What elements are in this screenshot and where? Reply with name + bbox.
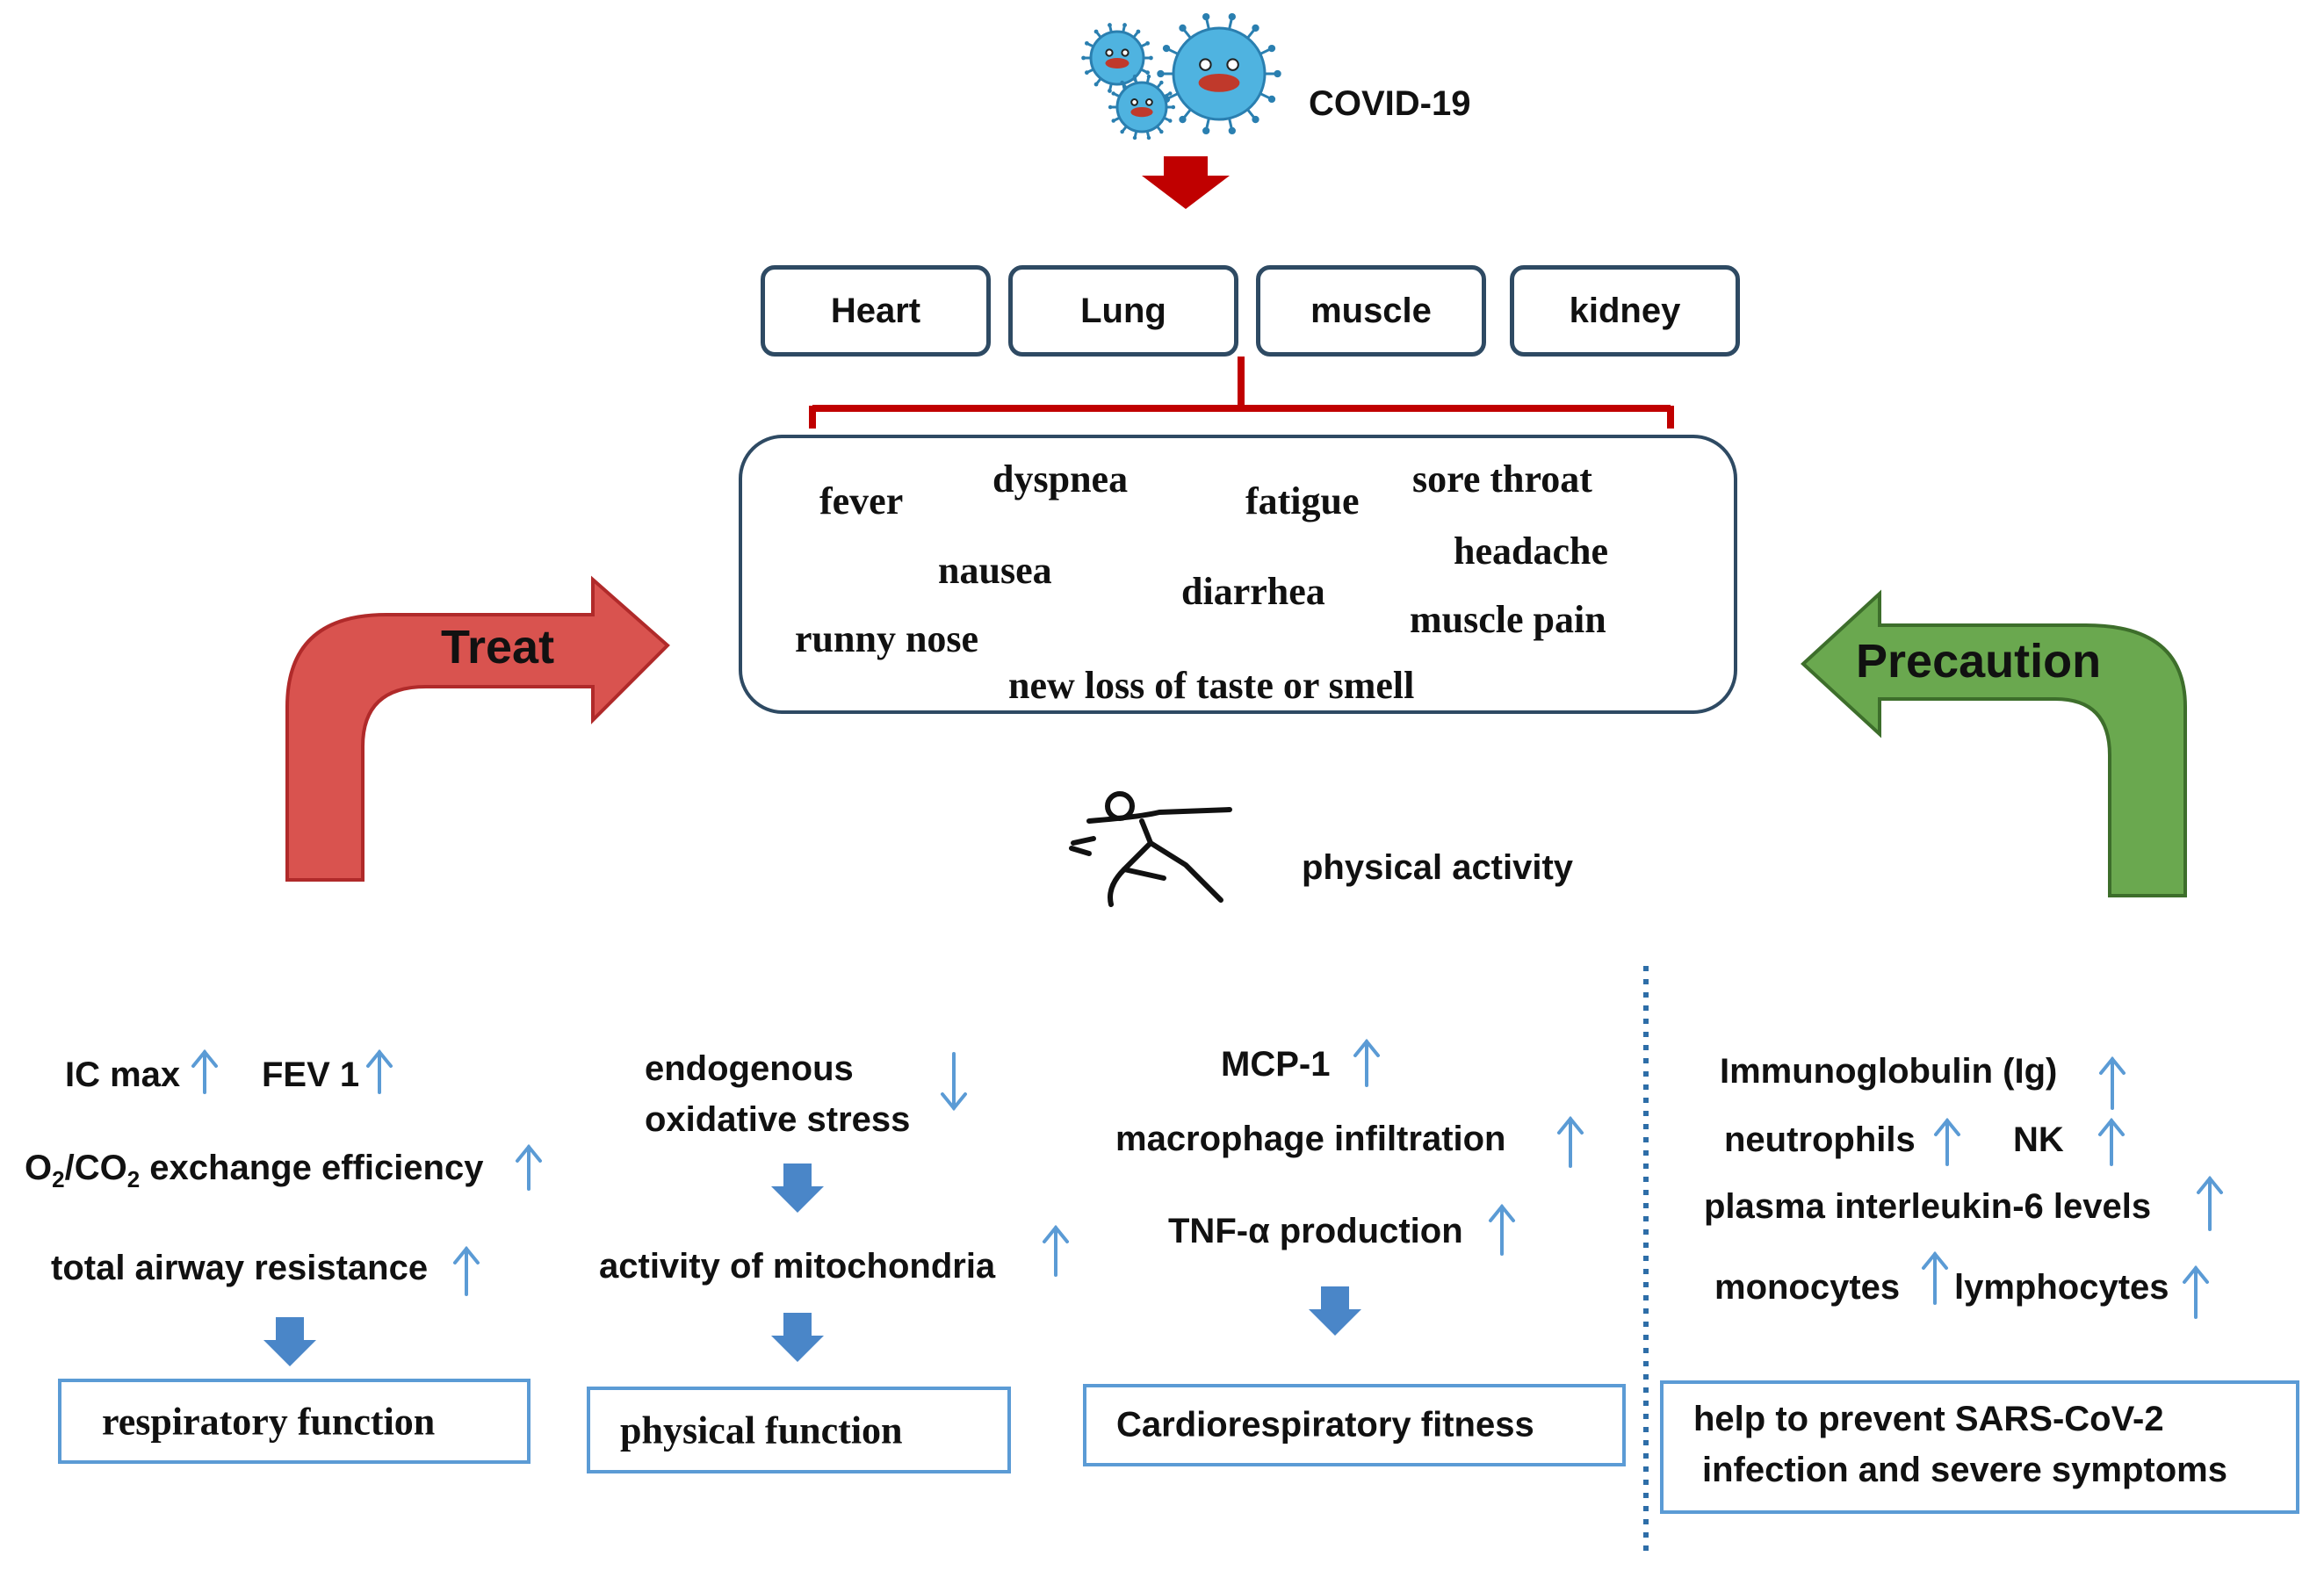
virus-particle <box>1157 12 1281 135</box>
exchange-sub2: 2 <box>126 1166 141 1192</box>
up-arrow-icon <box>2183 1264 2209 1319</box>
up-arrow-icon <box>366 1048 393 1094</box>
red-down-arrow-icon <box>1142 156 1230 209</box>
virus-particle <box>1108 74 1176 140</box>
up-arrow-icon <box>2197 1175 2223 1231</box>
organ-kidney: kidney <box>1510 265 1740 357</box>
organ-heart: Heart <box>761 265 991 357</box>
endogenous-label: endogenous <box>645 1049 854 1088</box>
symptom-headache: headache <box>1454 530 1608 573</box>
symptom-diarrhea: diarrhea <box>1181 570 1325 613</box>
up-arrow-icon <box>453 1245 480 1296</box>
up-arrow-icon <box>516 1143 542 1191</box>
physical-activity-label: physical activity <box>1302 848 1574 887</box>
airway-resistance-label: total airway resistance <box>51 1249 429 1287</box>
organ-muscle: muscle <box>1256 265 1486 357</box>
up-arrow-icon <box>1043 1224 1069 1277</box>
up-arrow-icon <box>1557 1115 1584 1168</box>
cardio-fitness-label: Cardiorespiratory fitness <box>1116 1405 1534 1445</box>
mcp1-label: MCP-1 <box>1221 1045 1331 1084</box>
respiratory-function-label: respiratory function <box>102 1400 436 1443</box>
down-block-arrow-icon <box>263 1317 316 1366</box>
symptom-dyspnea: dyspnea <box>992 457 1129 501</box>
organ-bracket <box>809 357 1674 429</box>
covid-label: COVID-19 <box>1309 84 1471 123</box>
virus-icon <box>1081 12 1281 140</box>
up-arrow-icon <box>1922 1250 1948 1305</box>
exchange-co: /CO <box>64 1149 127 1187</box>
physical-function-label: physical function <box>620 1408 903 1452</box>
precaution-label: Precaution <box>1856 635 2102 688</box>
exchange-o: O <box>25 1149 53 1187</box>
up-arrow-icon <box>1934 1117 1960 1166</box>
neutrophils-label: neutrophils <box>1724 1120 1916 1159</box>
organ-lung: Lung <box>1008 265 1238 357</box>
tnf-label: TNF-α production <box>1168 1212 1463 1250</box>
down-block-arrow-icon <box>1309 1286 1361 1336</box>
symptom-sore-throat: sore throat <box>1412 457 1592 501</box>
immunoglobulin-label: Immunoglobulin (Ig) <box>1720 1052 2058 1091</box>
exchange-efficiency-label: O2/CO2 exchange efficiency <box>25 1149 483 1193</box>
exchange-rest: exchange efficiency <box>140 1149 484 1187</box>
up-arrow-icon <box>191 1048 218 1094</box>
up-arrow-icon <box>1489 1203 1515 1256</box>
prevention-line2: infection and severe symptoms <box>1702 1451 2227 1489</box>
interleukin-label: plasma interleukin-6 levels <box>1704 1187 2152 1226</box>
respiratory-function-box: respiratory function <box>58 1379 530 1464</box>
exchange-sub1: 2 <box>52 1166 65 1192</box>
fev1-label: FEV 1 <box>262 1055 360 1094</box>
down-block-arrow-icon <box>771 1313 824 1362</box>
symptom-nausea: nausea <box>938 549 1052 592</box>
up-arrow-icon <box>2099 1055 2126 1110</box>
up-arrow-icon <box>1353 1038 1380 1087</box>
symptom-fever: fever <box>819 479 904 522</box>
mitochondria-label: activity of mitochondria <box>599 1247 996 1286</box>
virus-particle <box>1081 23 1153 93</box>
symptom-muscle-pain: muscle pain <box>1410 598 1606 641</box>
down-arrow-icon <box>941 1052 967 1112</box>
down-block-arrow-icon <box>771 1164 824 1213</box>
symptoms-box <box>739 435 1737 714</box>
prevention-line1: help to prevent SARS-CoV-2 <box>1693 1400 2164 1438</box>
symptom-runny-nose: runny nose <box>795 617 979 660</box>
treat-arrow <box>285 575 670 882</box>
lymphocytes-label: lymphocytes <box>1954 1268 2169 1307</box>
cardio-fitness-box: Cardiorespiratory fitness <box>1083 1384 1626 1466</box>
oxidative-stress-label: oxidative stress <box>645 1100 911 1139</box>
symptom-fatigue: fatigue <box>1245 479 1360 522</box>
physical-function-box: physical function <box>587 1387 1011 1473</box>
up-arrow-icon <box>2098 1117 2125 1166</box>
prevention-box: help to prevent SARS-CoV-2 infection and… <box>1660 1380 2299 1514</box>
ic-max-label: IC max <box>65 1055 181 1094</box>
macrophage-label: macrophage infiltration <box>1115 1120 1506 1158</box>
symptom-loss-taste-smell: new loss of taste or smell <box>1008 664 1415 707</box>
monocytes-label: monocytes <box>1714 1268 1901 1307</box>
precaution-arrow <box>1801 589 2187 897</box>
runner-icon <box>1069 791 1232 907</box>
nk-label: NK <box>2013 1120 2064 1159</box>
treat-label: Treat <box>441 621 555 674</box>
